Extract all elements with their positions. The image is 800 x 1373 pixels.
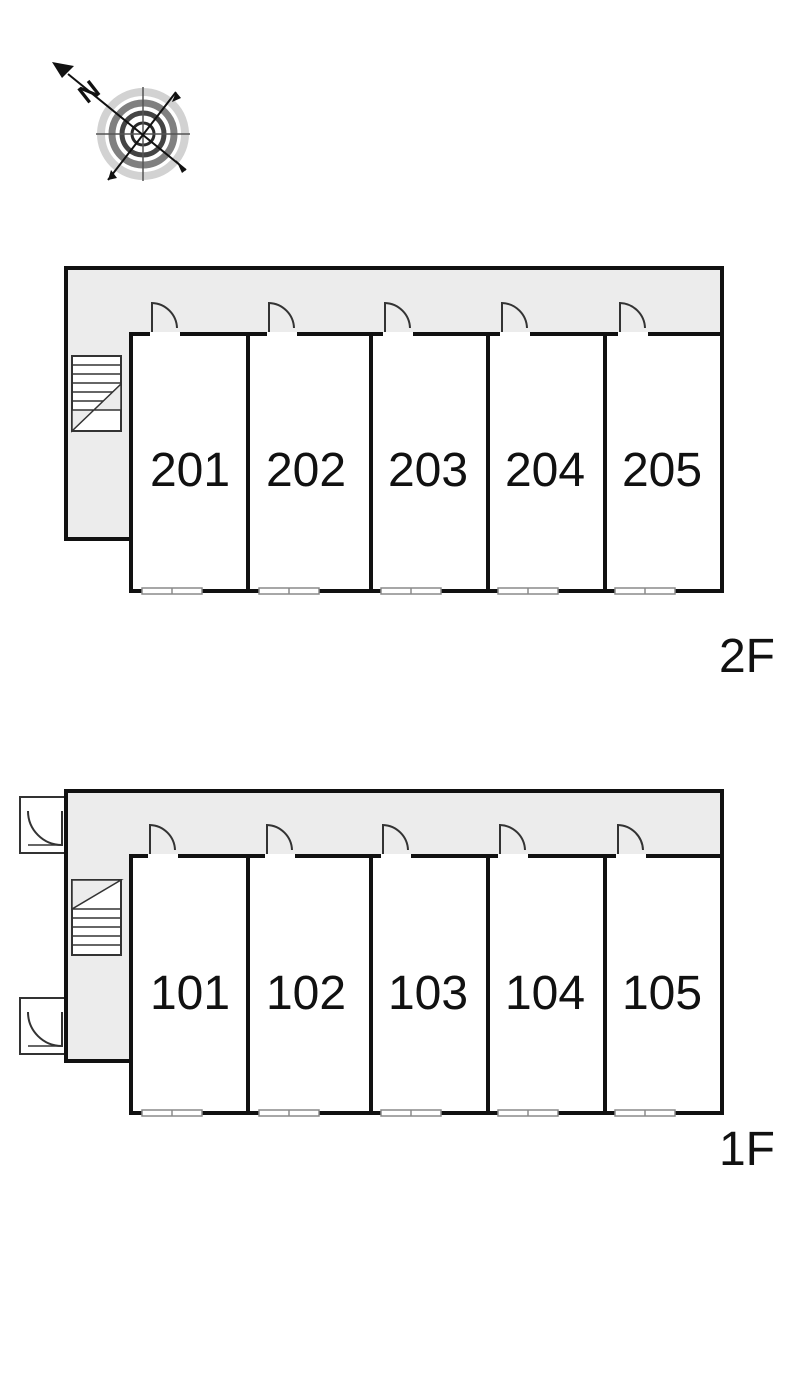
window-icon — [141, 1109, 203, 1117]
floor-1-label: 1F — [719, 1123, 775, 1176]
unit-104-label: 104 — [505, 967, 585, 1020]
unit-101-label: 101 — [150, 967, 230, 1020]
door-icon — [381, 823, 411, 858]
unit-201-label: 201 — [150, 444, 230, 497]
unit-204-label: 204 — [505, 444, 585, 497]
window-icon — [141, 587, 203, 595]
window-icon — [258, 1109, 320, 1117]
door-icon — [618, 301, 648, 336]
door-icon — [383, 301, 413, 336]
unit-202-label: 202 — [266, 444, 346, 497]
window-icon — [614, 587, 676, 595]
door-icon — [265, 823, 295, 858]
door-icon — [500, 301, 530, 336]
floor-2-label: 2F — [719, 630, 775, 683]
window-icon — [380, 1109, 442, 1117]
unit-102-label: 102 — [266, 967, 346, 1020]
unit-105-label: 105 — [622, 967, 702, 1020]
unit-205-label: 205 — [622, 444, 702, 497]
window-icon — [497, 587, 559, 595]
side-entrance-door-icon — [19, 997, 67, 1055]
window-icon — [380, 587, 442, 595]
stairs-2f — [71, 355, 122, 433]
floor-2-plan: 201 202 203 204 205 2F — [64, 266, 775, 683]
compass-rose-icon: N — [52, 62, 190, 181]
door-icon — [498, 823, 528, 858]
door-icon — [150, 301, 180, 336]
side-entrance-door-icon — [19, 796, 67, 854]
compass-north-label: N — [72, 74, 105, 109]
door-icon — [148, 823, 178, 858]
stairs-1f — [71, 879, 124, 956]
unit-103-label: 103 — [388, 967, 468, 1020]
window-icon — [258, 587, 320, 595]
door-icon — [267, 301, 297, 336]
floor-1-plan: 101 102 103 104 105 1F — [19, 789, 775, 1176]
door-icon — [616, 823, 646, 858]
window-icon — [497, 1109, 559, 1117]
unit-203-label: 203 — [388, 444, 468, 497]
window-icon — [614, 1109, 676, 1117]
